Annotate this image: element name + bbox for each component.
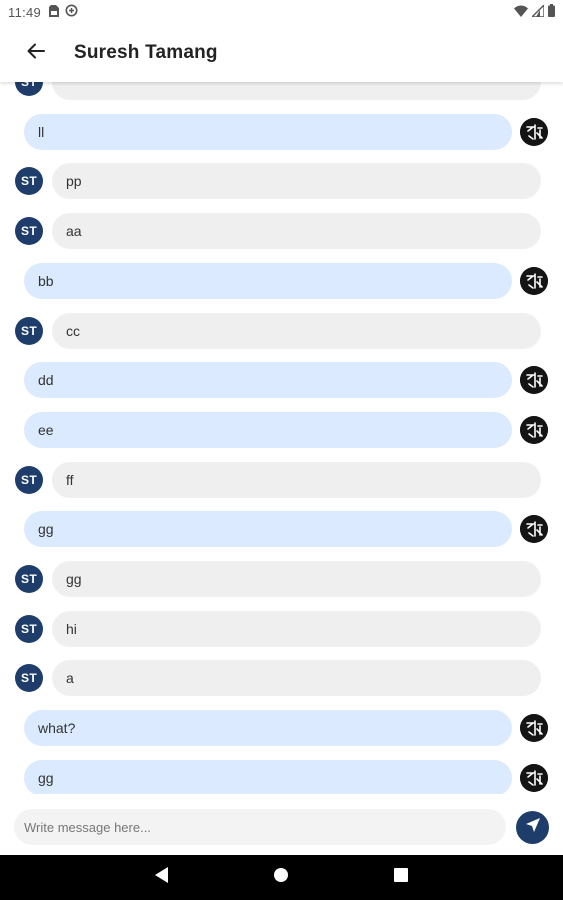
outgoing-message-bubble[interactable]: gg bbox=[24, 511, 512, 547]
message-text: bb bbox=[38, 273, 54, 289]
incoming-message-bubble[interactable]: pp bbox=[52, 163, 541, 199]
message-row: hi ST bbox=[0, 611, 563, 647]
status-bar: 11:49 bbox=[0, 0, 563, 24]
home-circle-icon bbox=[273, 867, 289, 888]
message-text: a bbox=[66, 670, 74, 686]
message-row: ST bbox=[0, 82, 563, 100]
nav-back-button[interactable] bbox=[132, 855, 192, 900]
my-avatar[interactable] bbox=[520, 118, 548, 146]
send-button[interactable] bbox=[516, 811, 549, 844]
incoming-message-bubble[interactable] bbox=[52, 82, 541, 100]
system-nav-bar bbox=[0, 855, 563, 900]
contact-avatar[interactable]: ST bbox=[15, 466, 43, 494]
page-title: Suresh Tamang bbox=[74, 42, 218, 63]
contact-avatar[interactable]: ST bbox=[15, 217, 43, 245]
outgoing-message-bubble[interactable]: what? bbox=[24, 710, 512, 746]
contact-avatar[interactable]: ST bbox=[15, 317, 43, 345]
message-text: pp bbox=[66, 173, 82, 189]
message-text: aa bbox=[66, 223, 82, 239]
message-row: gg ST bbox=[0, 561, 563, 597]
my-avatar[interactable] bbox=[520, 515, 548, 543]
status-right-icons bbox=[514, 2, 555, 20]
message-text: ee bbox=[38, 422, 54, 438]
contact-avatar[interactable]: ST bbox=[15, 167, 43, 195]
contact-avatar[interactable]: ST bbox=[15, 565, 43, 593]
message-row: bb bbox=[0, 263, 563, 299]
message-text: hi bbox=[66, 621, 77, 637]
message-row: a ST bbox=[0, 660, 563, 696]
outgoing-message-bubble[interactable]: gg bbox=[24, 760, 512, 794]
signal-icon bbox=[530, 2, 545, 20]
incoming-message-bubble[interactable]: hi bbox=[52, 611, 541, 647]
message-text: cc bbox=[66, 323, 80, 339]
my-avatar[interactable] bbox=[520, 416, 548, 444]
incoming-message-bubble[interactable]: ff bbox=[52, 462, 541, 498]
send-icon bbox=[525, 817, 541, 838]
nav-recents-button[interactable] bbox=[371, 855, 431, 900]
back-button[interactable] bbox=[8, 24, 64, 82]
outgoing-message-bubble[interactable]: dd bbox=[24, 362, 512, 398]
message-row: ll bbox=[0, 114, 563, 150]
outgoing-message-bubble[interactable]: ll bbox=[24, 114, 512, 150]
message-row: ff ST bbox=[0, 462, 563, 498]
message-text: ll bbox=[38, 124, 45, 140]
message-row: gg bbox=[0, 511, 563, 547]
recents-square-icon bbox=[394, 868, 408, 887]
app-bar: Suresh Tamang bbox=[0, 24, 563, 82]
message-text: gg bbox=[38, 770, 54, 786]
nav-home-button[interactable] bbox=[251, 855, 311, 900]
back-triangle-icon bbox=[155, 867, 169, 888]
outgoing-message-bubble[interactable]: bb bbox=[24, 263, 512, 299]
message-text: ff bbox=[66, 472, 74, 488]
battery-icon bbox=[548, 4, 555, 20]
message-text: gg bbox=[66, 571, 82, 587]
my-avatar[interactable] bbox=[520, 267, 548, 295]
my-avatar[interactable] bbox=[520, 764, 548, 792]
message-row: gg bbox=[0, 760, 563, 794]
message-row: pp ST bbox=[0, 163, 563, 199]
message-input[interactable] bbox=[14, 809, 506, 845]
message-composer bbox=[0, 800, 563, 854]
status-time: 11:49 bbox=[8, 4, 42, 20]
outgoing-message-bubble[interactable]: ee bbox=[24, 412, 512, 448]
wifi-icon bbox=[514, 5, 528, 20]
message-text: what? bbox=[38, 720, 76, 736]
contact-avatar[interactable]: ST bbox=[15, 615, 43, 643]
incoming-message-bubble[interactable]: gg bbox=[52, 561, 541, 597]
message-row: aa ST bbox=[0, 213, 563, 249]
message-row: what? bbox=[0, 710, 563, 746]
message-text: dd bbox=[38, 372, 54, 388]
message-row: dd bbox=[0, 362, 563, 398]
incoming-message-bubble[interactable]: a bbox=[52, 660, 541, 696]
message-text: gg bbox=[38, 521, 54, 537]
data-saver-icon bbox=[65, 4, 78, 20]
contact-avatar[interactable]: ST bbox=[15, 664, 43, 692]
message-row: ee bbox=[0, 412, 563, 448]
arrow-back-icon bbox=[27, 43, 45, 64]
my-avatar[interactable] bbox=[520, 714, 548, 742]
message-row: cc ST bbox=[0, 313, 563, 349]
incoming-message-bubble[interactable]: aa bbox=[52, 213, 541, 249]
contact-avatar[interactable]: ST bbox=[15, 82, 43, 96]
sim-card-icon bbox=[49, 4, 60, 20]
incoming-message-bubble[interactable]: cc bbox=[52, 313, 541, 349]
my-avatar[interactable] bbox=[520, 366, 548, 394]
